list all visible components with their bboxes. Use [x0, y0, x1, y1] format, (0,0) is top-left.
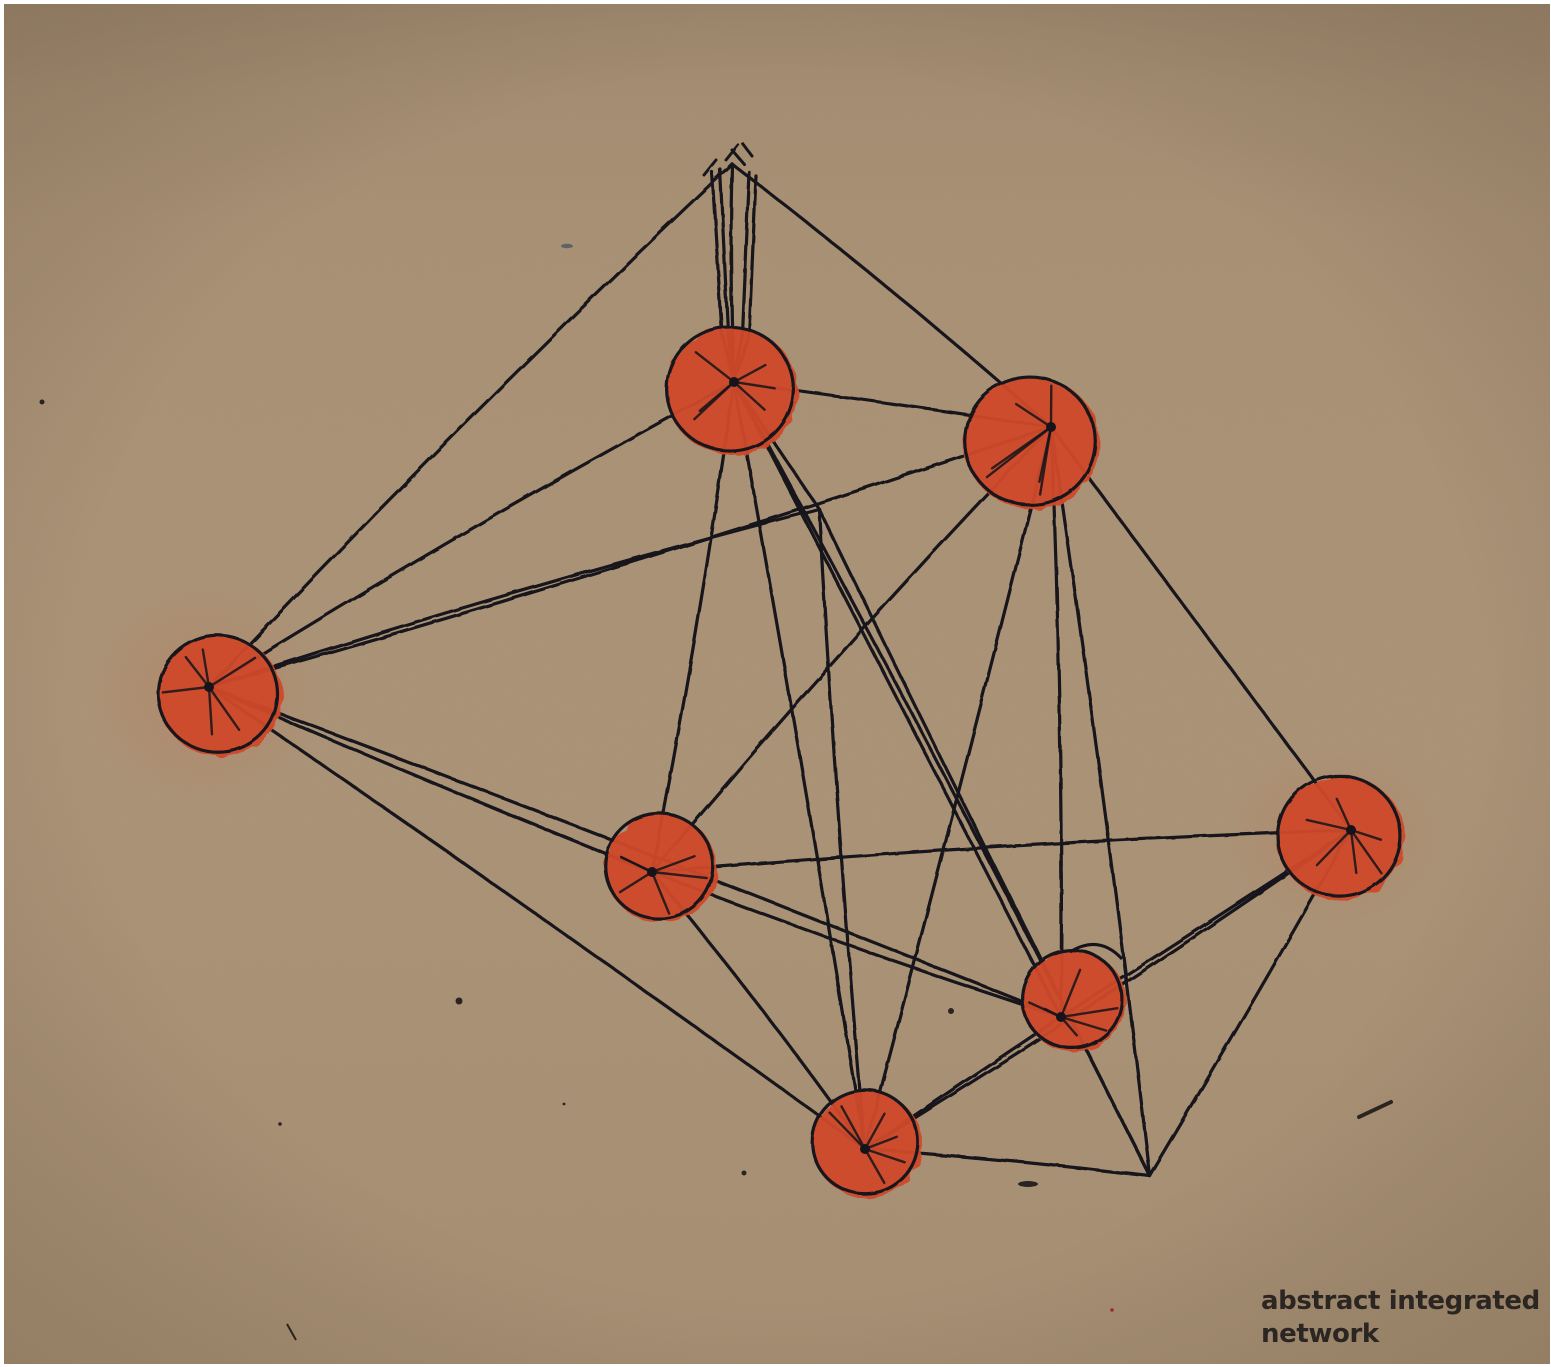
kraft-paper-canvas — [4, 4, 1550, 1364]
node-n2 — [964, 377, 1100, 509]
network-diagram — [4, 4, 1550, 1364]
node-hub-dot — [647, 867, 657, 877]
node-hub-dot — [860, 1144, 870, 1154]
node-hub-dot — [1056, 1012, 1066, 1022]
node-n5 — [812, 1090, 922, 1197]
node-n6 — [1022, 950, 1126, 1051]
node-n3 — [158, 636, 282, 756]
node-hub-dot — [729, 377, 739, 387]
caption-line-2: network — [1261, 1318, 1546, 1351]
caption-line-1: abstract integrated — [1261, 1285, 1546, 1318]
node-n4 — [605, 813, 717, 922]
figure-caption: abstract integrated network — [1261, 1285, 1546, 1351]
node-hub-dot — [1346, 825, 1356, 835]
node-n7 — [1277, 776, 1405, 900]
node-n1 — [666, 327, 798, 455]
node-hub-dot — [1046, 422, 1056, 432]
node-hub-dot — [204, 682, 214, 692]
